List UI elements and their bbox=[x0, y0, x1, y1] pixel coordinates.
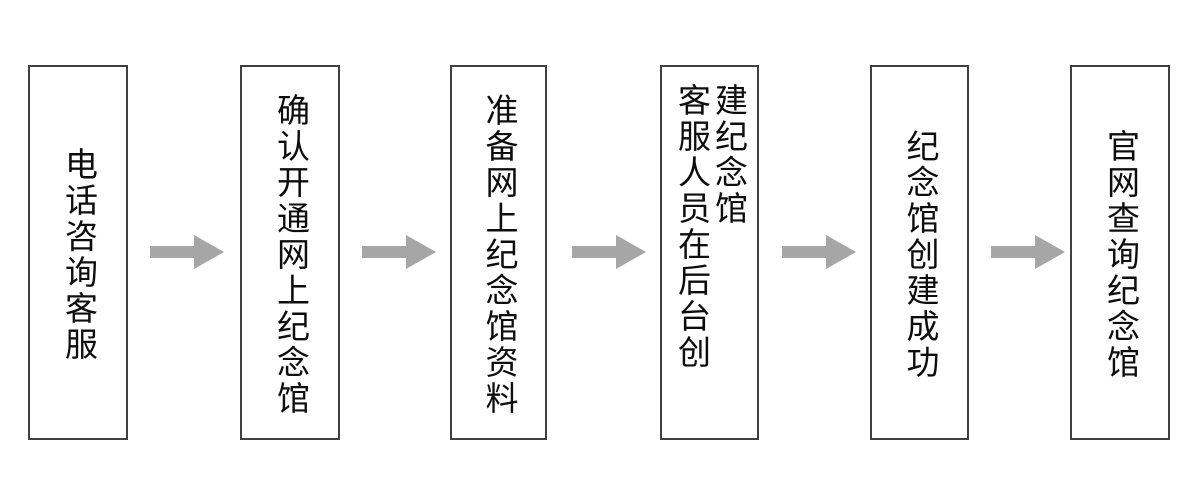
flow-node-1-label: 电话咨询客服 bbox=[59, 146, 99, 363]
flow-node-1[interactable]: 电话咨询客服 bbox=[28, 65, 128, 440]
flow-arrow-2 bbox=[362, 232, 436, 272]
flow-node-4[interactable]: 客服人员在后台创建纪念馆 bbox=[660, 65, 759, 440]
flow-node-5-label: 纪念馆创建成功 bbox=[900, 128, 940, 381]
flow-node-6-label: 官网查询纪念馆 bbox=[1101, 128, 1141, 381]
flow-node-6[interactable]: 官网查询纪念馆 bbox=[1070, 65, 1170, 440]
flow-arrow-1 bbox=[150, 232, 224, 272]
flow-arrow-3 bbox=[572, 232, 646, 272]
flow-node-4-label: 客服人员在后台创建纪念馆 bbox=[672, 83, 749, 371]
flow-node-3[interactable]: 准备网上纪念馆资料 bbox=[450, 65, 547, 440]
flow-node-2[interactable]: 确认开通网上纪念馆 bbox=[240, 65, 340, 440]
flow-arrow-4 bbox=[782, 232, 856, 272]
flow-arrow-5 bbox=[991, 232, 1065, 272]
flow-node-3-label: 准备网上纪念馆资料 bbox=[479, 92, 519, 417]
flow-node-2-label: 确认开通网上纪念馆 bbox=[271, 92, 311, 417]
flow-node-5[interactable]: 纪念馆创建成功 bbox=[870, 65, 969, 440]
